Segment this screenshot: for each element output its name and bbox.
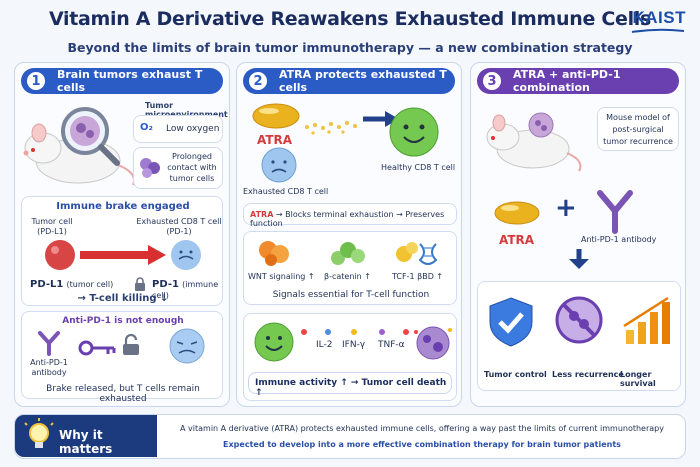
exhausted-label-2: (PD-1) <box>166 227 192 236</box>
anti-pd1-antibody-icon <box>597 190 633 234</box>
plus-sign: + <box>555 193 577 223</box>
panel2-header: 2 ATRA protects exhausted T cells <box>243 68 455 94</box>
released-text: Brake released, but T cells remain exhau… <box>46 384 200 404</box>
panel3-atra-label: ATRA <box>499 233 535 247</box>
not-enough-box: Anti-PD-1 is not enough Anti-PD-1 antibo… <box>21 311 223 404</box>
exhausted-cd8-label: Exhausted CD8 T cell <box>243 187 329 196</box>
page-subtitle: Beyond the limits of brain tumor immunot… <box>67 40 633 55</box>
antibody-label-1: Anti-PD-1 <box>30 358 68 367</box>
brake-title: Immune brake engaged <box>56 201 190 212</box>
mouse-brain-tumor-icon <box>23 107 135 186</box>
unlocked-icon <box>123 333 139 355</box>
lightbulb-icon <box>24 418 54 448</box>
exhausted-t-cell-icon <box>261 147 297 183</box>
key-icon <box>78 340 116 356</box>
prolonged-line-1: Prolonged <box>172 152 212 161</box>
atra-capsule-icon <box>252 103 300 129</box>
panel-brain-tumors: 1 Brain tumors exhaust T cells Tumor mic… <box>14 62 230 407</box>
panel1-header: 1 Brain tumors exhaust T cells <box>21 68 223 94</box>
less-recurrence-label: Less recurrence <box>552 370 624 379</box>
ifn-label: IFN-γ <box>342 340 366 350</box>
mouse-model-icon <box>486 112 582 172</box>
prolonged-line-2: contact with <box>167 163 217 172</box>
killing-text: → T-cell killing ↓ <box>77 293 169 304</box>
pd1-binding-icon <box>45 240 201 270</box>
survival-chart-icon <box>623 296 670 344</box>
panel1-number: 1 <box>25 70 47 92</box>
panel2-heading: ATRA protects exhausted T cells <box>279 68 447 94</box>
pd1-label: PD-1 <box>152 279 179 290</box>
low-oxygen-text: Low oxygen <box>166 124 220 134</box>
microenv-label: Tumor microenvironment <box>145 101 228 119</box>
panel3-number: 3 <box>481 70 503 92</box>
wnt-icon <box>259 241 289 266</box>
tcf-label: TCF-1 βBD ↑ <box>392 272 444 281</box>
panel3-header: 3 ATRA + anti-PD-1 combination <box>477 68 679 94</box>
low-oxygen-box: O₂ Low oxygen <box>133 115 223 143</box>
signals-text: Signals essential for T-cell function <box>272 290 430 300</box>
tired-t-cell-icon <box>169 328 205 364</box>
mouse-model-line-2: post-surgical <box>612 125 664 134</box>
tumor-control-label: Tumor control <box>484 370 547 379</box>
down-arrow-icon <box>569 249 589 269</box>
no-recurrence-icon <box>555 296 603 344</box>
wnt-label: WNT signaling ↑ <box>248 272 315 281</box>
prolonged-line-3: tumor cells <box>169 174 215 183</box>
why-it-matters-badge: Why it matters <box>15 415 157 457</box>
mouse-model-line-3: tumor recurrence <box>603 137 673 146</box>
atra-flow-arrow-icon <box>305 111 399 135</box>
active-t-cell-icon <box>254 322 294 362</box>
tumor-cluster-icon <box>140 158 160 178</box>
activity-result: Immune activity ↑ → Tumor cell death ↑ <box>248 372 452 398</box>
atra-effect-atra: ATRA <box>250 210 274 219</box>
page-title: Vitamin A Derivative Reawakens Exhausted… <box>48 8 652 30</box>
why-title: Why it matters <box>59 428 113 456</box>
pd1-sub: (immune cell) <box>152 280 219 300</box>
mouse-model-bubble: Mouse model of post-surgical tumor recur… <box>597 107 679 151</box>
footer-line-1: A vitamin A derivative (ATRA) protects e… <box>180 424 664 433</box>
oxygen-icon: O₂ <box>140 122 153 133</box>
logo-underline-icon <box>631 28 685 33</box>
footer-line-2: Expected to develop into a more effectiv… <box>223 440 621 449</box>
dying-tumor-cell-icon <box>414 326 452 360</box>
tumor-cell-label-2: (PD-L1) <box>37 227 67 236</box>
longer-survival-label: Longer survival <box>620 370 656 388</box>
tcf1-dna-icon <box>396 242 438 265</box>
antibody-icon <box>38 331 60 356</box>
tnf-label: TNF-α <box>378 340 405 350</box>
atra-effect-text: → Blocks terminal exhaustion → Preserves… <box>250 210 445 228</box>
atra-label: ATRA <box>257 133 293 147</box>
healthy-cd8-label: Healthy CD8 T cell <box>381 163 456 172</box>
not-enough-title: Anti-PD-1 is not enough <box>62 316 184 326</box>
activity-text: Immune activity ↑ → Tumor cell death ↑ <box>255 378 447 398</box>
atra-capsule-icon-2 <box>494 201 540 225</box>
signaling-box: WNT signaling ↑ β-catenin ↑ TCF-1 βBD ↑ … <box>243 231 457 305</box>
prolonged-contact-box: Prolonged contact with tumor cells <box>133 147 223 189</box>
lock-icon <box>135 277 145 291</box>
outcomes-box: Tumor control Less recurrence Longer sur… <box>477 281 681 391</box>
catenin-label: β-catenin ↑ <box>324 272 371 281</box>
shield-check-icon <box>489 297 533 347</box>
panel1-heading: Brain tumors exhaust T cells <box>57 68 203 94</box>
panel3-antibody-label: Anti-PD-1 antibody <box>581 235 657 244</box>
atra-effect-box: ATRA → Blocks terminal exhaustion → Pres… <box>243 203 457 228</box>
mouse-model-line-1: Mouse model of <box>606 113 670 122</box>
immune-activity-box: IL-2 IFN-γ TNF-α Immune activity ↑ → Tum… <box>243 313 457 401</box>
beta-catenin-icon <box>331 242 365 265</box>
tumor-cell-label-1: Tumor cell <box>31 217 73 226</box>
immune-brake-box: Immune brake engaged Tumor cell (PD-L1) … <box>21 196 223 306</box>
panel3-heading: ATRA + anti-PD-1 combination <box>513 68 621 94</box>
kaist-logo: KAIST <box>632 8 686 27</box>
pdl1-label: PD-L1 <box>30 279 64 290</box>
il2-label: IL-2 <box>316 340 333 350</box>
antibody-label-2: antibody <box>31 368 67 377</box>
panel2-number: 2 <box>247 70 269 92</box>
why-it-matters-banner: Why it matters A vitamin A derivative (A… <box>14 414 686 459</box>
panel-combination: 3 ATRA + anti-PD-1 combination Mouse mod… <box>470 62 686 407</box>
panel-atra-protects: 2 ATRA protects exhausted T cells ATRA E… <box>236 62 462 407</box>
exhausted-label-1: Exhausted CD8 T cell <box>136 217 222 226</box>
pdl1-sub: (tumor cell) <box>66 280 114 289</box>
cytokine-dots-icon <box>301 329 409 335</box>
healthy-t-cell-icon <box>389 107 439 157</box>
